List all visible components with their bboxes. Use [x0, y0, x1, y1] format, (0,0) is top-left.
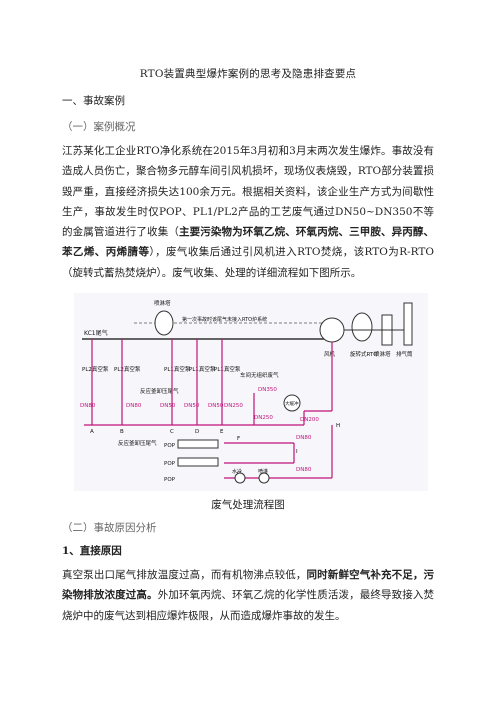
- reactor-vent-2: 反应釜卸压尾气: [118, 439, 157, 447]
- subsection-heading-1: （一）案例概况: [62, 121, 136, 133]
- label-b: B: [120, 429, 124, 435]
- pl1-pump-b: PL1真空泵: [189, 365, 216, 373]
- direct-cause-heading: 1、直接原因: [62, 545, 122, 557]
- para-run-bold: 同时新鲜空气补充不足，污染物排放浓度过高。: [62, 569, 435, 602]
- para-run: 外加环氧丙烷、环氧乙烷的化学性质活泼，最终导致接入焚烧炉中的废气达到相应爆炸极限…: [62, 589, 435, 622]
- spray-label: 喷淋: [258, 468, 268, 475]
- para-run: ），废气收集后通过引风机进入RTO焚烧，该RTO为R-RTO（旋转式蓄热焚烧炉）…: [62, 246, 435, 279]
- dn80-c: DN80: [296, 435, 312, 441]
- pop-3: POP: [164, 477, 176, 483]
- dn80-d: DN80: [296, 467, 312, 473]
- label-f: F: [237, 436, 240, 442]
- label-c: C: [170, 429, 174, 435]
- pl2-pump-b: PL2真空泵: [114, 365, 141, 373]
- subsection-heading-2: （二）事故原因分析: [62, 522, 157, 534]
- para-run: 真空泵出口尾气排放温度过高，而有机物沸点较低，: [62, 569, 307, 581]
- dn50-b: DN50: [184, 403, 200, 409]
- section-heading-1: 一、事故案例: [62, 95, 125, 107]
- workshop-gas: 车间无组织废气: [240, 371, 279, 379]
- doc-title: RTO装置典型爆炸案例的思考及隐患排查要点: [139, 68, 357, 80]
- spray-tower-top-label: 喷淋塔: [154, 299, 171, 307]
- reactor-vent: 反应釜卸压尾气: [140, 387, 179, 395]
- label-h: H: [336, 423, 340, 429]
- pl2-pump-a: PL2真空泵: [82, 365, 109, 373]
- label-e: E: [220, 429, 224, 435]
- rto-label: 旋转式RTO: [350, 350, 378, 358]
- direct-cause-paragraph: 真空泵出口尾气排放温度过高，而有机物沸点较低，同时新鲜空气补充不足，污染物排放浓…: [62, 565, 434, 626]
- pl1-pump-a: PL1真空泵: [164, 365, 191, 373]
- kc1-label: KC1尾气: [84, 329, 108, 337]
- first-note: 第一次事故时该尾气未接入RTO炉系统: [182, 316, 267, 323]
- label-d: D: [195, 429, 199, 435]
- para-run: 江苏某化工企业RTO净化系统在2015年3月初和3月末两次发生爆炸。事故没有造成…: [62, 145, 434, 239]
- dn250-a: DN250: [224, 403, 243, 409]
- fan-label: 风机: [324, 350, 336, 358]
- dn80-b: DN80: [126, 403, 142, 409]
- pl1-pump-c: PL1真空泵: [214, 365, 241, 373]
- big-drum-label: 大缓冲: [285, 400, 299, 407]
- pop-2: POP: [164, 461, 176, 467]
- label-i: I: [296, 449, 298, 455]
- figure-caption: 废气处理流程图: [211, 499, 285, 511]
- para-run-bold: 主要污染物为环氧乙烷、环氧丙烷、三甲胺、异丙醇、苯乙烯、丙烯腈等: [62, 226, 435, 259]
- dn250-b: DN250: [254, 415, 273, 421]
- process-flow-diagram: KC1尾气 第一次事故时该尾气未接入RTO炉系统 喷淋塔 风机 旋转式RTO 喷…: [74, 293, 428, 491]
- pop-1: POP: [164, 443, 176, 449]
- dn200: DN200: [300, 417, 319, 423]
- chimney-label: 排气筒: [396, 350, 413, 358]
- dn350: DN350: [258, 387, 277, 393]
- water-cool: 水冷: [232, 468, 242, 475]
- dn50-c: DN50: [208, 403, 224, 409]
- dn80-a: DN80: [80, 403, 96, 409]
- spray-tower-label: 喷淋塔: [374, 350, 391, 358]
- dn50-a: DN50: [160, 403, 176, 409]
- case-overview-paragraph: 江苏某化工企业RTO净化系统在2015年3月初和3月末两次发生爆炸。事故没有造成…: [62, 141, 434, 283]
- label-a: A: [90, 429, 94, 435]
